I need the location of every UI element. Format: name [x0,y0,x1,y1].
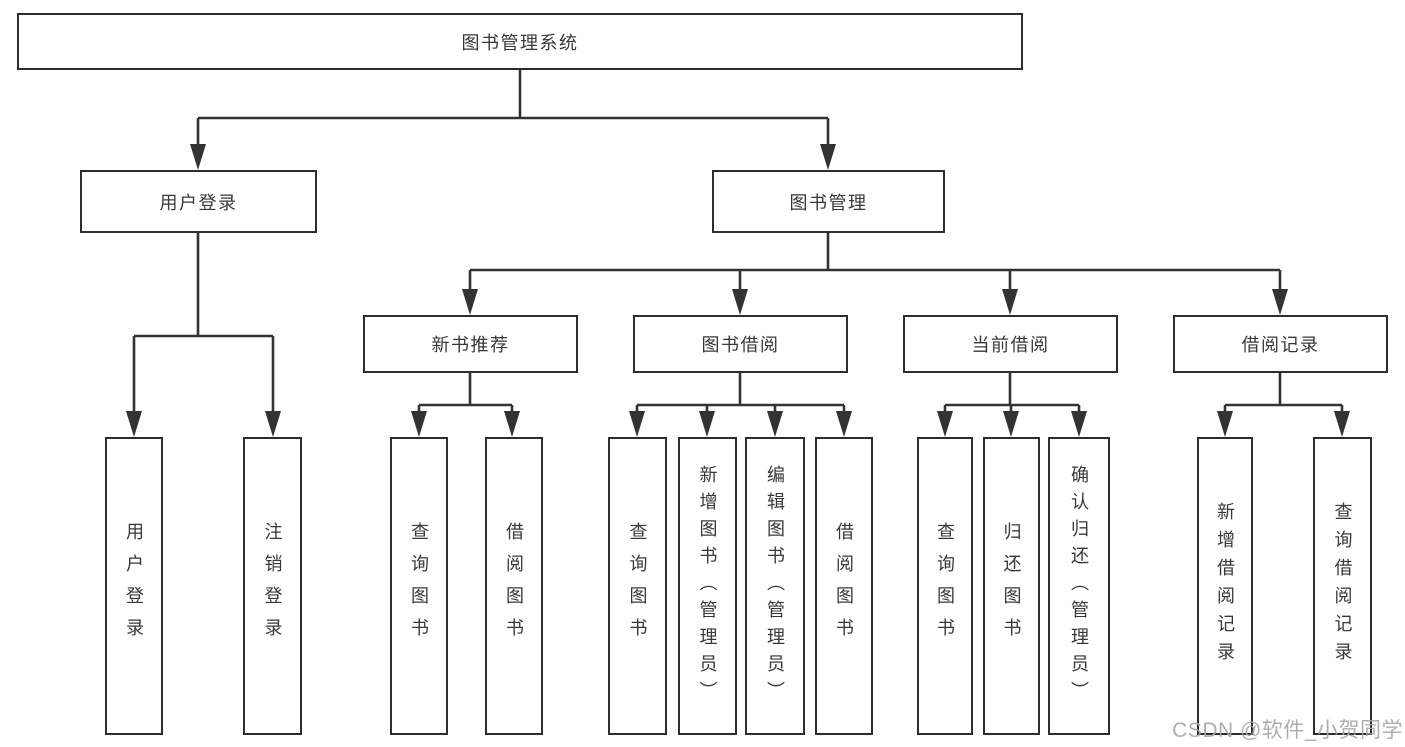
node-root-system: 图书管理系统 [17,13,1023,70]
csdn-watermark: CSDN @软件_小贺同学 [1172,719,1403,742]
node-borrow-record-label: 借阅记录 [1241,335,1320,355]
node-current-borrow: 当前借阅 [903,315,1118,373]
node-user-login: 用户登录 [80,170,317,233]
leaf-current-query-books: 查询图书 [917,437,973,735]
node-new-book-recommend-label: 新书推荐 [431,335,510,355]
leaf-logout: 注销登录 [243,437,302,735]
leaf-borrow-query-books: 查询图书 [608,437,667,735]
node-book-borrow: 图书借阅 [633,315,848,373]
leaf-borrow-add-books-admin: 新增图书（管理员） [678,437,737,735]
leaf-record-add-borrow-record: 新增借阅记录 [1197,437,1253,735]
leaf-newbook-query-books: 查询图书 [390,437,448,735]
arrowheads [126,144,1350,437]
node-root-label: 图书管理系统 [461,32,579,53]
leaf-borrow-edit-books-admin: 编辑图书（管理员） [745,437,805,735]
leaf-current-confirm-return-admin: 确认归还（管理员） [1048,437,1110,735]
leaf-borrow-borrow-books: 借阅图书 [815,437,873,735]
node-borrow-record: 借阅记录 [1173,315,1388,373]
node-book-management-label: 图书管理 [789,192,868,213]
leaf-current-return-books: 归还图书 [983,437,1040,735]
leaf-user-login: 用户登录 [105,437,163,735]
node-user-login-label: 用户登录 [159,192,238,213]
node-new-book-recommend: 新书推荐 [363,315,578,373]
leaf-record-query-borrow-record: 查询借阅记录 [1313,437,1372,735]
leaf-newbook-borrow-books: 借阅图书 [485,437,543,735]
node-current-borrow-label: 当前借阅 [971,335,1050,355]
node-book-management: 图书管理 [712,170,945,233]
node-book-borrow-label: 图书借阅 [701,335,780,355]
